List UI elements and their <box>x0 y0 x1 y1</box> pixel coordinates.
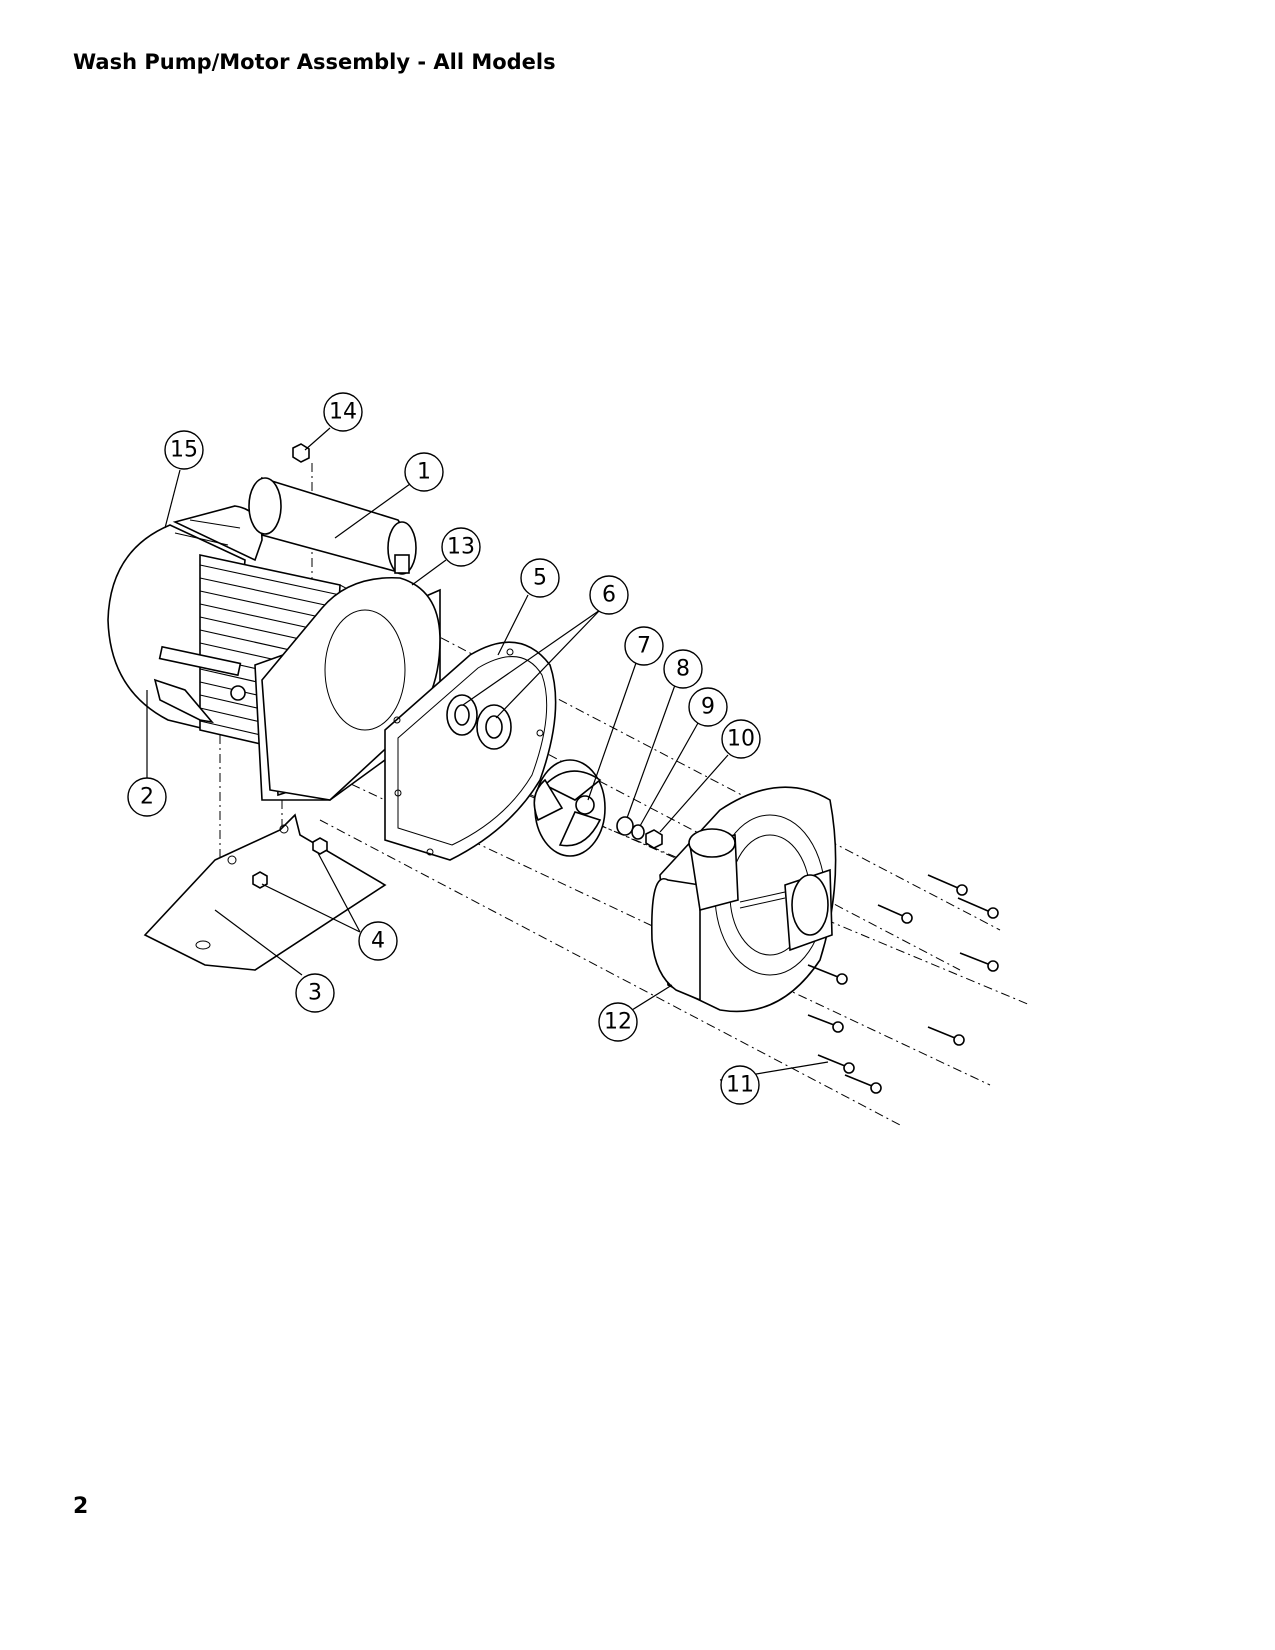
impeller <box>533 759 606 857</box>
capacitor <box>248 476 417 575</box>
callout-1: 1 <box>404 452 444 492</box>
callout-15-label: 15 <box>170 438 198 463</box>
callout-1-label: 1 <box>417 460 431 485</box>
callout-14-label: 14 <box>329 400 357 425</box>
callout-4: 4 <box>358 921 398 961</box>
callout-2-label: 2 <box>140 785 154 810</box>
bolt <box>959 952 999 972</box>
callout-5-label: 5 <box>533 566 547 591</box>
callout-9-label: 9 <box>701 695 715 720</box>
bolt <box>807 964 848 985</box>
gasket <box>384 641 557 861</box>
bolt <box>957 897 999 919</box>
impeller-fasteners <box>616 816 663 849</box>
callout-7-label: 7 <box>637 634 651 659</box>
pump-housing <box>651 786 837 1013</box>
housing-bolts <box>807 874 999 1094</box>
callout-12: 12 <box>598 1002 638 1042</box>
callout-13-label: 13 <box>447 535 475 560</box>
top-nut <box>292 443 310 463</box>
callout-11-label: 11 <box>726 1073 754 1098</box>
callout-7: 7 <box>624 626 664 666</box>
callout-9: 9 <box>688 687 728 727</box>
page-number: 2 <box>73 1494 89 1519</box>
callout-2: 2 <box>127 777 167 817</box>
bolt <box>877 904 913 924</box>
callout-14: 14 <box>323 392 363 432</box>
motor-foot <box>153 678 215 724</box>
base-screws <box>252 837 328 889</box>
callout-15: 15 <box>164 430 204 470</box>
callout-3-label: 3 <box>308 981 322 1006</box>
shaft-seal-pair <box>446 694 512 750</box>
callout-bubbles: 1 2 3 4 5 6 7 8 9 10 11 12 13 14 15 <box>127 392 761 1105</box>
bolt <box>927 874 968 896</box>
callout-10: 10 <box>721 719 761 759</box>
bolt <box>817 1054 855 1074</box>
callout-12-label: 12 <box>604 1010 632 1035</box>
callout-13: 13 <box>441 527 481 567</box>
callout-6-label: 6 <box>602 583 616 608</box>
base-plate <box>143 813 387 971</box>
bolt <box>807 1014 844 1033</box>
callout-10-label: 10 <box>727 727 755 752</box>
callout-3: 3 <box>295 973 335 1013</box>
callout-11: 11 <box>720 1065 760 1105</box>
page-title: Wash Pump/Motor Assembly - All Models <box>73 50 556 74</box>
callout-5: 5 <box>520 558 560 598</box>
bolt <box>927 1026 965 1046</box>
callout-8-label: 8 <box>676 657 690 682</box>
callout-4-label: 4 <box>371 929 385 954</box>
callout-6: 6 <box>589 575 629 615</box>
bolt <box>844 1074 882 1094</box>
callout-8: 8 <box>663 649 703 689</box>
